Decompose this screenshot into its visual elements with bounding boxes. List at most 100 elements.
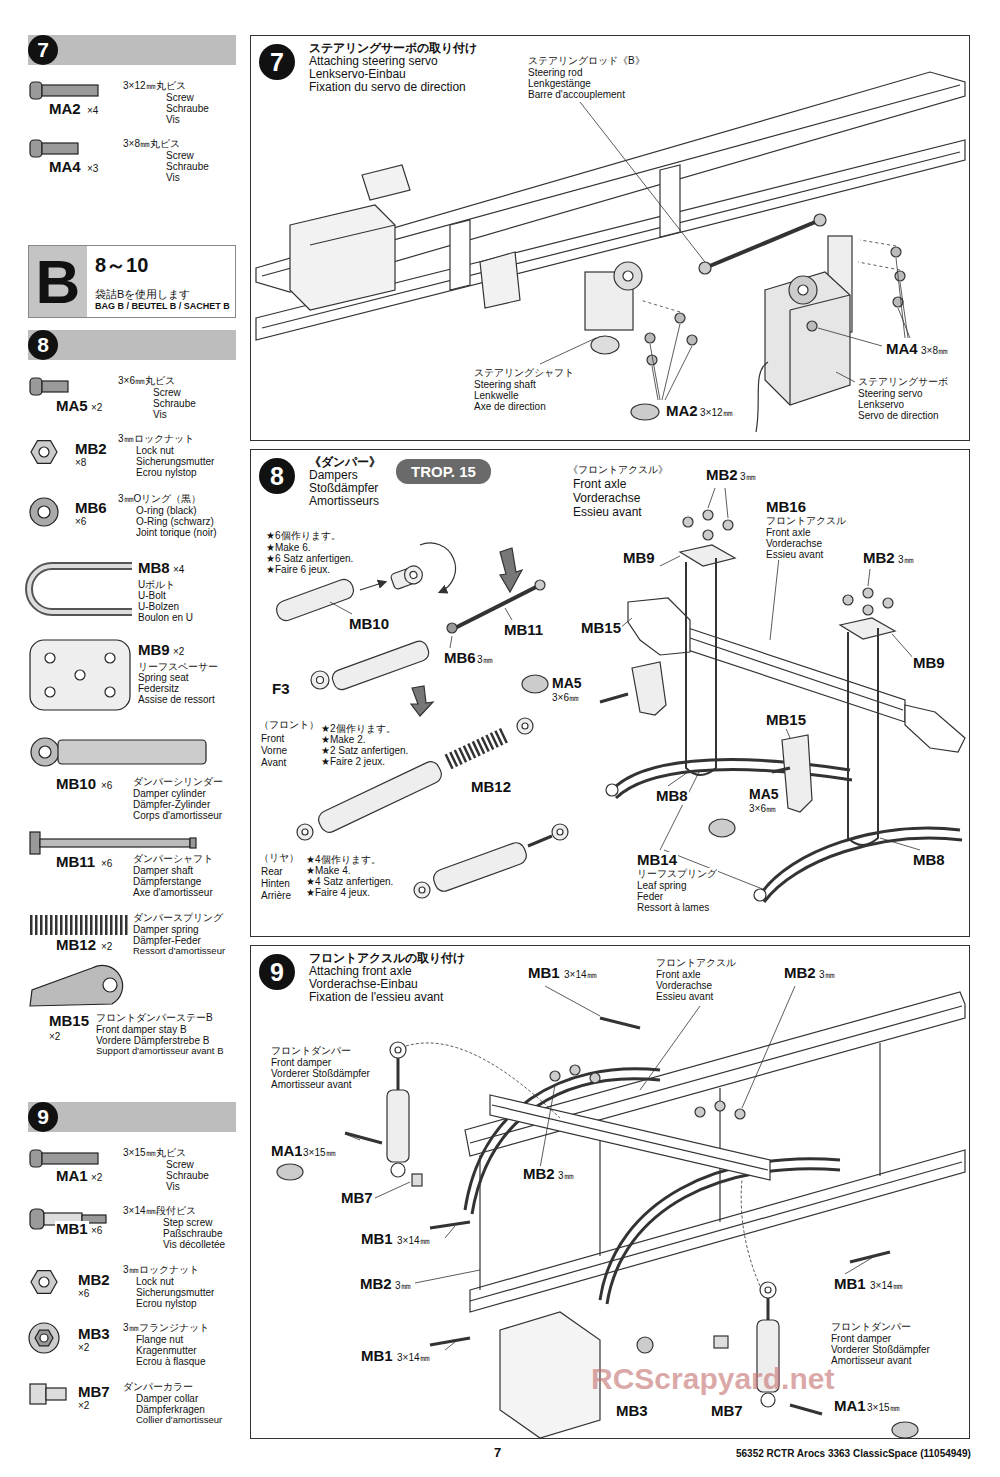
label-text: U-Bolt xyxy=(137,590,167,601)
label-text: Corps d'amortisseur xyxy=(132,810,223,821)
label-text: 3㎜ xyxy=(818,969,836,980)
part-code: MB3 xyxy=(615,1403,649,1420)
part-code: MA5 xyxy=(551,676,583,691)
part-code: MB8 xyxy=(912,852,946,869)
label-text: ★2個作ります。 xyxy=(320,723,397,734)
part-code: F3 xyxy=(271,681,291,698)
label-text: Schraube xyxy=(165,103,210,114)
bag-text: BAG B / BEUTEL B / SACHET B xyxy=(95,301,230,311)
bag-text: 8～10 xyxy=(95,252,148,279)
label-text: ★Make 2. xyxy=(320,734,367,745)
label-text: Damper shaft xyxy=(132,865,194,876)
label-text: ★Faire 4 jeux. xyxy=(305,887,371,898)
label-text: ステアリングサーボ xyxy=(857,376,949,387)
label-text: ×2 xyxy=(48,1031,61,1042)
label-text: Schraube xyxy=(165,1170,210,1181)
label-text: Axe de direction xyxy=(473,401,547,412)
label-text: ★Make 6. xyxy=(265,542,312,553)
label-text: Damper collar xyxy=(135,1393,199,1404)
label-text: 3×14㎜ xyxy=(563,969,598,980)
label-text: Kragenmutter xyxy=(135,1345,198,1356)
part-code: MB1 xyxy=(360,1348,394,1365)
label-text: ×6 xyxy=(90,1225,103,1236)
part-code: MA5 xyxy=(55,398,89,415)
label-text: 3㎜ xyxy=(897,554,915,565)
label-text: Step screw xyxy=(162,1217,213,1228)
label-text: 3㎜ xyxy=(476,654,494,665)
label-text: Joint torique (noir) xyxy=(135,527,218,538)
label-text: Vis décolletée xyxy=(162,1239,226,1250)
label-text: Screw xyxy=(165,150,195,161)
label-text: Support d'amortisseur avant B xyxy=(95,1046,225,1056)
label-text: Essieu avant xyxy=(765,549,824,560)
part-code: MB1 xyxy=(55,1221,89,1238)
part-code: MB2 xyxy=(522,1166,556,1183)
label-text: Vorne xyxy=(260,745,288,756)
part-code: MA2 xyxy=(665,403,699,420)
label-text: Vis xyxy=(165,114,181,125)
label-text: ★6 Satz anfertigen. xyxy=(265,553,354,564)
label-text: Vorderachse xyxy=(572,492,641,505)
part-code: MA5 xyxy=(748,787,780,802)
label-text: Spring seat xyxy=(137,672,190,683)
label-text: Steering shaft xyxy=(473,379,537,390)
step-title: Dampers xyxy=(309,469,358,482)
step-number: 8 xyxy=(259,458,295,494)
label-text: Lock nut xyxy=(135,445,175,456)
label-text: Vis xyxy=(165,1181,181,1192)
label-text: Dämpfer-Zylinder xyxy=(132,799,211,810)
label-text: Rear xyxy=(260,866,284,877)
label-text: Amortisseur avant xyxy=(270,1079,353,1090)
label-text: Front xyxy=(260,733,285,744)
label-text: ★Faire 6 jeux. xyxy=(265,564,331,575)
label-text: U-Bolzen xyxy=(137,601,180,612)
label-text: Front axle xyxy=(765,527,811,538)
label-text: Steering servo xyxy=(857,388,923,399)
part-code: MB6 xyxy=(443,650,477,667)
label-text: ×2 xyxy=(172,646,185,657)
label-text: ★4個作ります。 xyxy=(305,854,382,865)
label-text: （リヤ） xyxy=(258,852,300,863)
step-number: 9 xyxy=(28,1102,58,1132)
label-text: Assise de ressort xyxy=(137,694,216,705)
bag-text: 袋詰Bを使用します xyxy=(95,287,190,302)
label-text: ステアリングロッド《B》 xyxy=(527,55,646,66)
part-code: 56352 RCTR Arocs 3363 ClassicSpace (1105… xyxy=(735,1448,972,1459)
step-title: ステアリングサーボの取り付け xyxy=(309,42,477,55)
label-text: ステアリングシャフト xyxy=(473,367,575,378)
label-text: （フロント） xyxy=(258,719,320,730)
label-text: 3×12㎜ xyxy=(699,407,734,418)
label-text: フロントアクスル xyxy=(765,515,847,526)
label-text: O-ring (black) xyxy=(135,505,198,516)
part-code: MB7 xyxy=(340,1190,374,1207)
label-text: 3×6㎜ xyxy=(551,692,580,703)
label-text: Sicherungsmutter xyxy=(135,1287,215,1298)
part-code: MB11 xyxy=(55,854,96,871)
part-code: MB1 xyxy=(833,1276,867,1293)
label-text: ★Make 4. xyxy=(305,865,352,876)
step-title: Fixation du servo de direction xyxy=(309,81,466,94)
label-text: 3×15㎜ xyxy=(866,1402,901,1413)
part-code: MB7 xyxy=(710,1403,744,1420)
label-text: ダンパーシャフト xyxy=(132,853,214,864)
label-text: Axe d'amortisseur xyxy=(132,887,214,898)
part-code: MB11 xyxy=(503,622,544,639)
section-bar: 9 xyxy=(28,1102,236,1132)
label-text: リーフスプリング xyxy=(636,868,718,879)
label-text: 3×14㎜ xyxy=(396,1235,431,1246)
label-text: 3×8㎜ xyxy=(920,345,949,356)
label-text: 3㎜ xyxy=(739,471,757,482)
label-text: 3㎜ロックナット xyxy=(117,433,195,444)
label-text: ×6 xyxy=(74,516,87,527)
part-code: MA4 xyxy=(48,159,82,176)
label-text: Damper cylinder xyxy=(132,788,207,799)
label-text: Vordere Dämpferstrebe B xyxy=(95,1035,210,1046)
label-text: Screw xyxy=(165,1159,195,1170)
label-text: Dämpfer-Feder xyxy=(132,935,202,946)
label-text: Front damper stay B xyxy=(95,1024,188,1035)
part-code: MB15 xyxy=(765,712,807,729)
label-text: Vis xyxy=(165,172,181,183)
label-text: Servo de direction xyxy=(857,410,940,421)
part-code: MB12 xyxy=(470,779,512,796)
